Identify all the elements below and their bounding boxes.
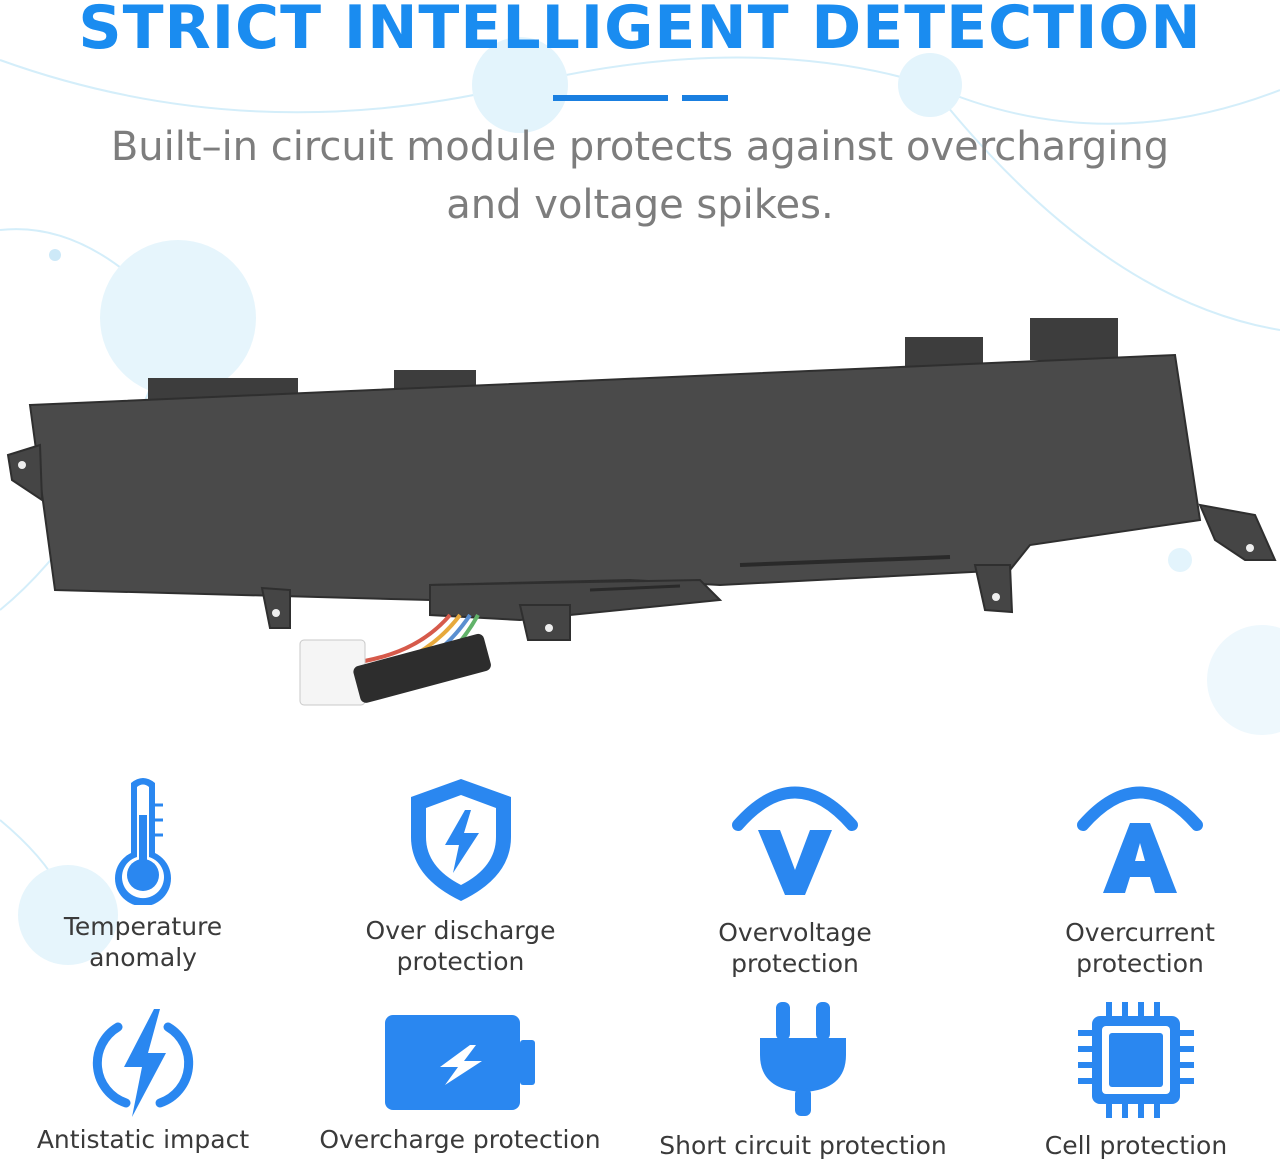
thermometer-icon: [115, 778, 171, 905]
antistatic-bolt-icon: [92, 1009, 194, 1117]
feature-label: Overcurrent protection: [1065, 918, 1215, 978]
feature-label: Cell protection: [1044, 1131, 1228, 1160]
subtitle: Built–in circuit module protects against…: [100, 118, 1180, 234]
feature-short-circuit: Short circuit protection: [648, 1000, 958, 1161]
plug-icon: [760, 1002, 846, 1116]
headline-underline-long: [553, 95, 668, 101]
headline-underline-short: [682, 95, 728, 101]
subtitle-line-1: Built–in circuit module protects against…: [110, 124, 1170, 170]
battery-charge-icon: [385, 1015, 535, 1110]
current-a-icon: [1077, 786, 1203, 893]
feature-overcurrent: Overcurrent protection: [1045, 775, 1235, 979]
lightning-shield-icon: [410, 779, 511, 901]
chip-icon: [1078, 1002, 1194, 1118]
feature-label: Antistatic impact: [36, 1125, 250, 1154]
voltage-v-icon: [732, 786, 858, 895]
battery-image: [6, 318, 1277, 706]
feature-temperature: Temperature anomaly: [48, 775, 238, 973]
feature-antistatic: Antistatic impact: [28, 1005, 258, 1155]
feature-label: Overcharge protection: [319, 1125, 601, 1154]
feature-label: Over discharge protection: [365, 916, 556, 976]
headline: STRICT INTELLIGENT DETECTION: [78, 0, 1202, 63]
feature-overvoltage: Overvoltage protection: [700, 775, 890, 979]
feature-label: Short circuit protection: [659, 1131, 947, 1160]
feature-cell-protection: Cell protection: [1036, 1000, 1236, 1161]
subtitle-line-2: and voltage spikes.: [446, 182, 834, 228]
feature-label: Overvoltage protection: [718, 918, 872, 978]
feature-overcharge: Overcharge protection: [305, 1005, 615, 1155]
feature-over-discharge: Over discharge protection: [353, 775, 568, 977]
feature-label: Temperature anomaly: [63, 912, 223, 972]
